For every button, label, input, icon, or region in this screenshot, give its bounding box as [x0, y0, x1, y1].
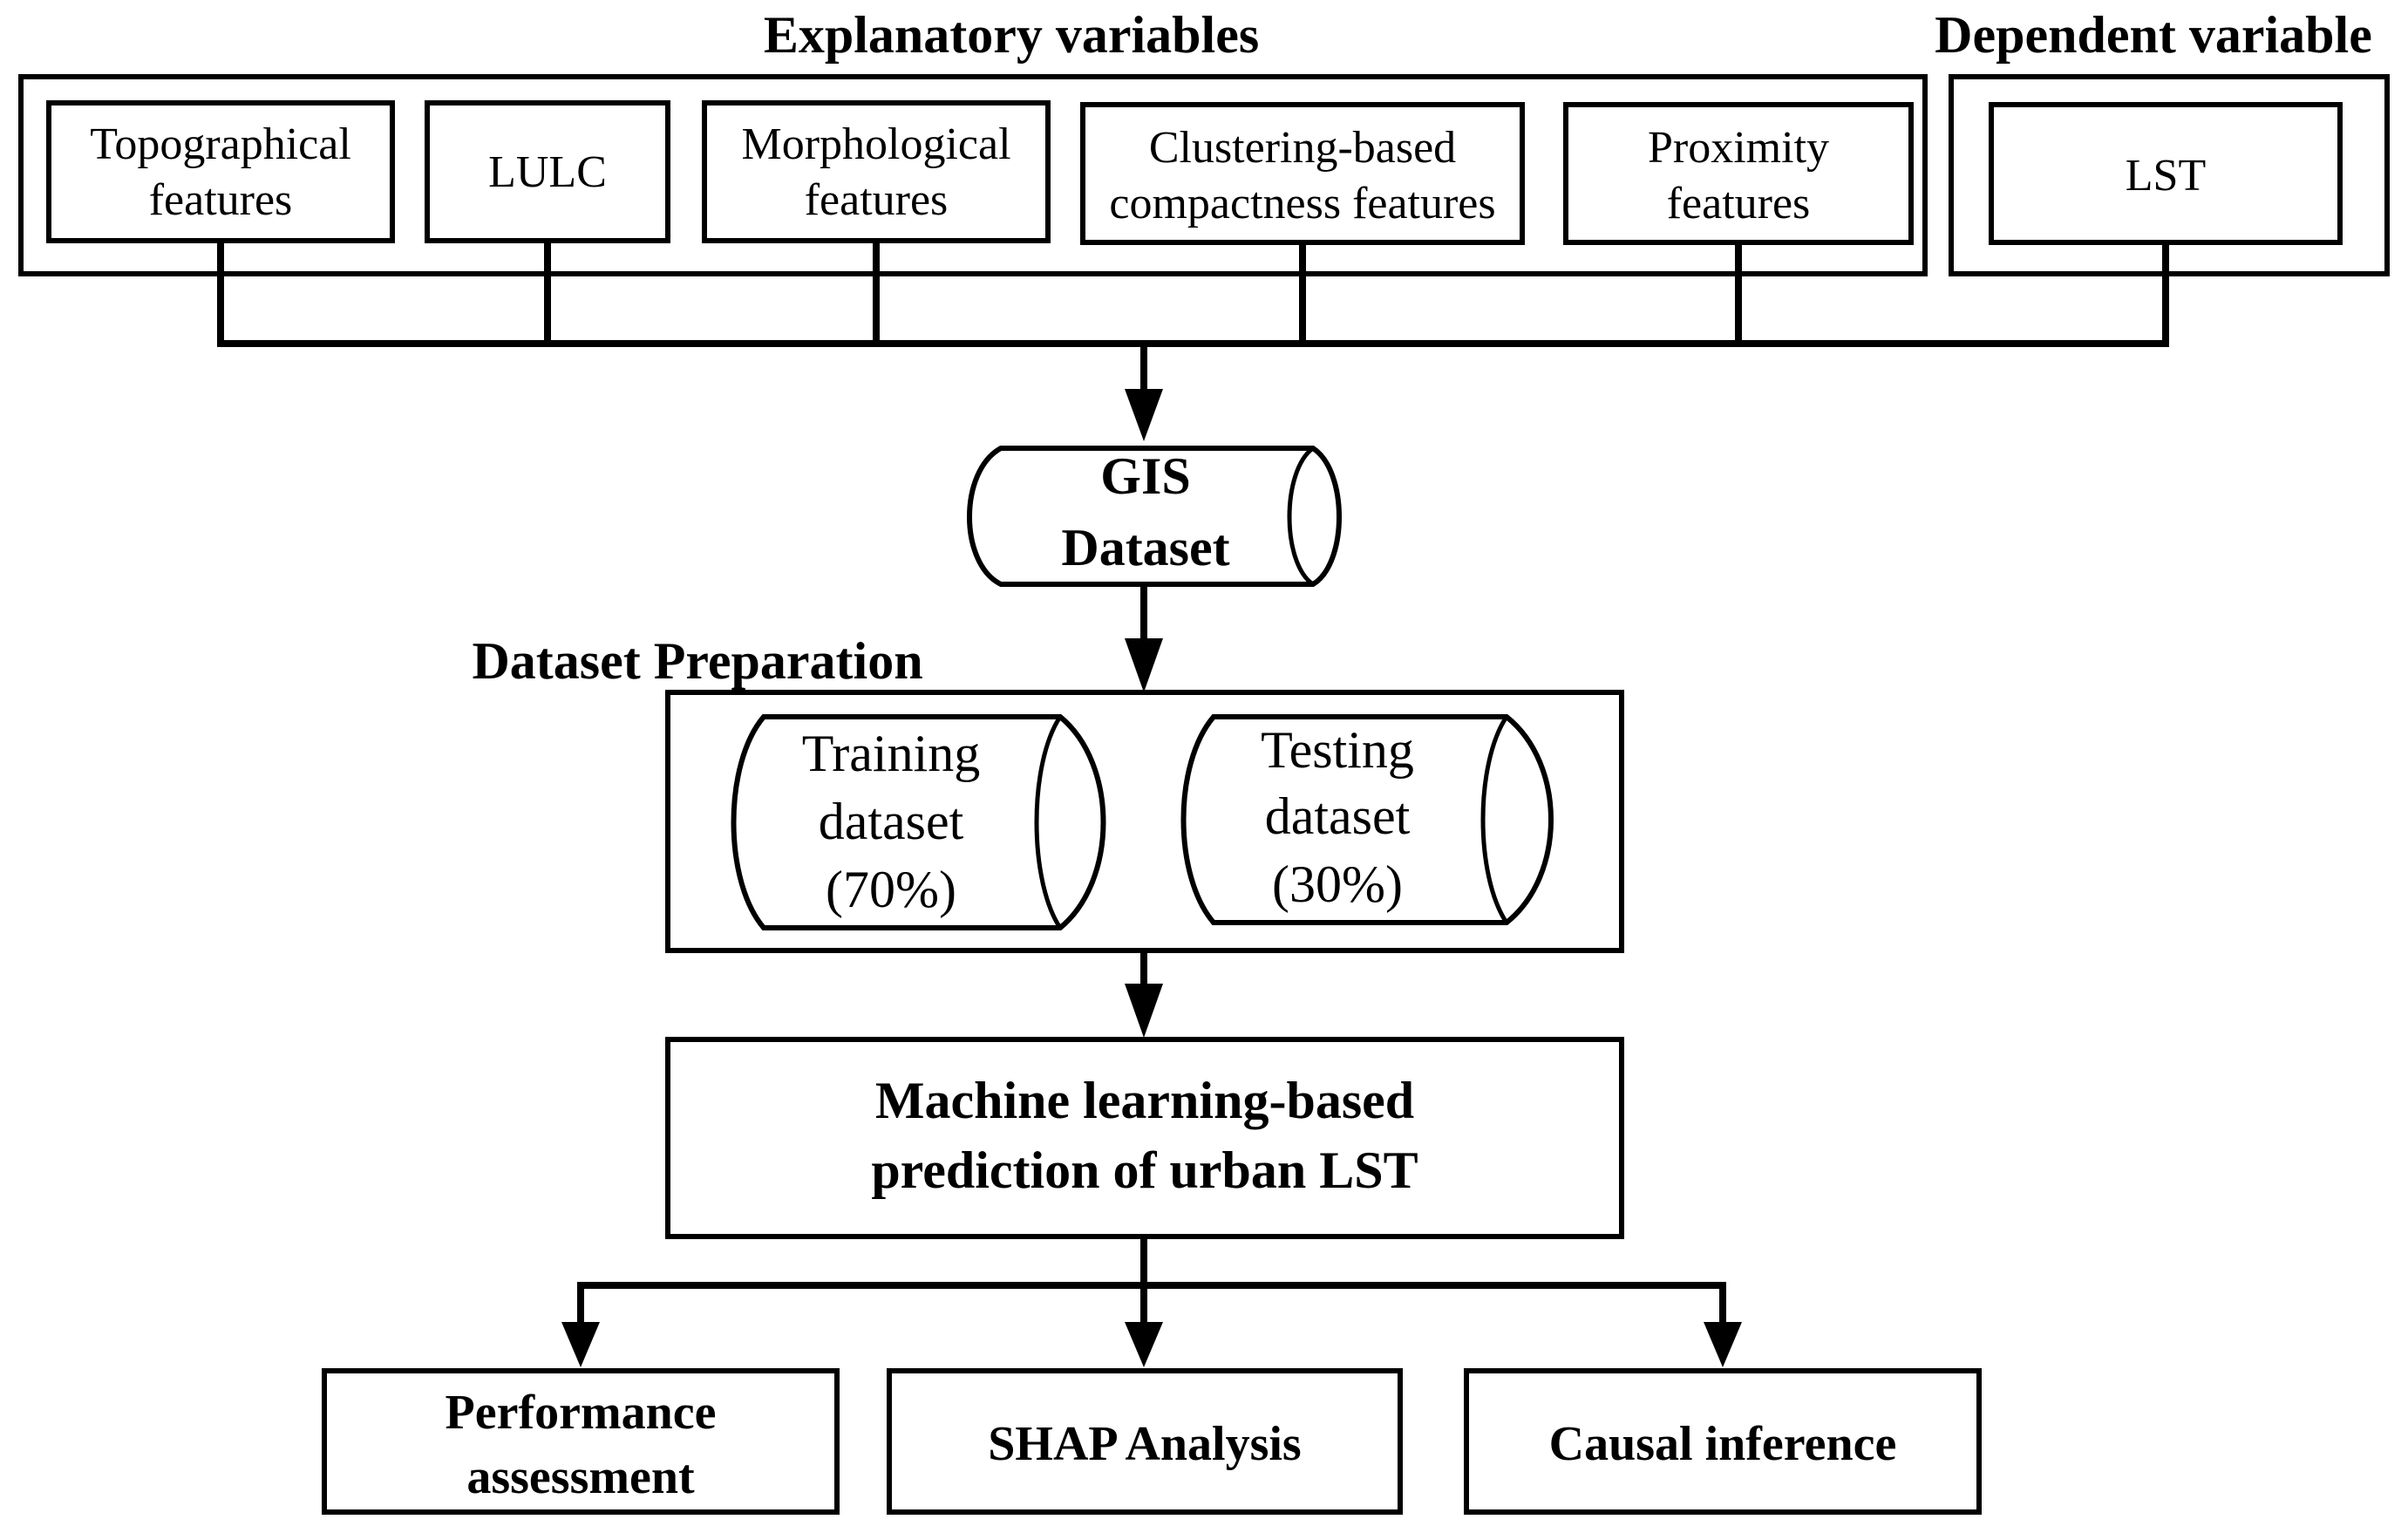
- lulc-label: LULC: [488, 147, 607, 197]
- shap-label: SHAP Analysis: [988, 1417, 1301, 1471]
- clustering-compactness-features-box: Clustering-based compactness features: [1080, 102, 1525, 245]
- morphological-features-box: Morphological features: [702, 100, 1051, 243]
- topographical-line1: Topographical: [90, 119, 351, 169]
- ml-prediction-box: Machine learning-based prediction of urb…: [665, 1037, 1624, 1239]
- input-connectors: [217, 241, 2169, 347]
- testing-dataset-cylinder: Testing dataset (30%): [1180, 714, 1554, 925]
- morphological-line1: Morphological: [741, 119, 1010, 169]
- lst-label: LST: [2126, 151, 2206, 201]
- testing-line1: Testing: [1261, 721, 1414, 779]
- training-dataset-cylinder: Training dataset (70%): [731, 714, 1106, 930]
- clustering-line2: compactness features: [1109, 179, 1495, 228]
- dependent-variable-header: Dependent variable: [1935, 6, 2372, 64]
- topographical-features-box: Topographical features: [46, 100, 395, 243]
- training-line2: dataset: [819, 793, 964, 850]
- morphological-line2: features: [805, 175, 949, 225]
- output-connectors: [577, 1237, 1726, 1325]
- gis-dataset-cylinder: GIS Dataset: [967, 446, 1342, 587]
- topographical-line2: features: [149, 175, 293, 225]
- lst-box: LST: [1989, 102, 2343, 245]
- causal-label: Causal inference: [1549, 1417, 1897, 1471]
- lulc-box: LULC: [425, 100, 670, 243]
- arrowhead-causal: [1704, 1322, 1742, 1367]
- gis-line1: GIS: [1100, 447, 1190, 505]
- training-line1: Training: [802, 725, 981, 782]
- ml-line2: prediction of urban LST: [871, 1141, 1418, 1199]
- shap-analysis-box: SHAP Analysis: [887, 1368, 1403, 1515]
- arrowhead-performance: [561, 1322, 600, 1367]
- performance-line2: assessment: [466, 1450, 695, 1504]
- arrowhead-gis: [1125, 389, 1163, 441]
- arrowhead-ml: [1125, 984, 1163, 1038]
- training-line3: (70%): [826, 861, 956, 918]
- arrowhead-shap: [1125, 1322, 1163, 1367]
- clustering-line1: Clustering-based: [1149, 123, 1456, 173]
- proximity-features-box: Proximity features: [1563, 102, 1914, 245]
- causal-inference-box: Causal inference: [1464, 1368, 1982, 1515]
- dataset-preparation-header: Dataset Preparation: [472, 632, 922, 690]
- proximity-line2: features: [1667, 179, 1811, 228]
- gis-line2: Dataset: [1061, 519, 1229, 576]
- arrowhead-preparation: [1125, 638, 1163, 692]
- testing-line3: (30%): [1272, 855, 1403, 913]
- performance-assessment-box: Performance assessment: [322, 1368, 840, 1515]
- proximity-line1: Proximity: [1648, 123, 1829, 173]
- performance-line1: Performance: [446, 1386, 717, 1440]
- explanatory-variables-header: Explanatory variables: [764, 6, 1259, 64]
- testing-line2: dataset: [1265, 787, 1411, 845]
- ml-line1: Machine learning-based: [875, 1072, 1414, 1129]
